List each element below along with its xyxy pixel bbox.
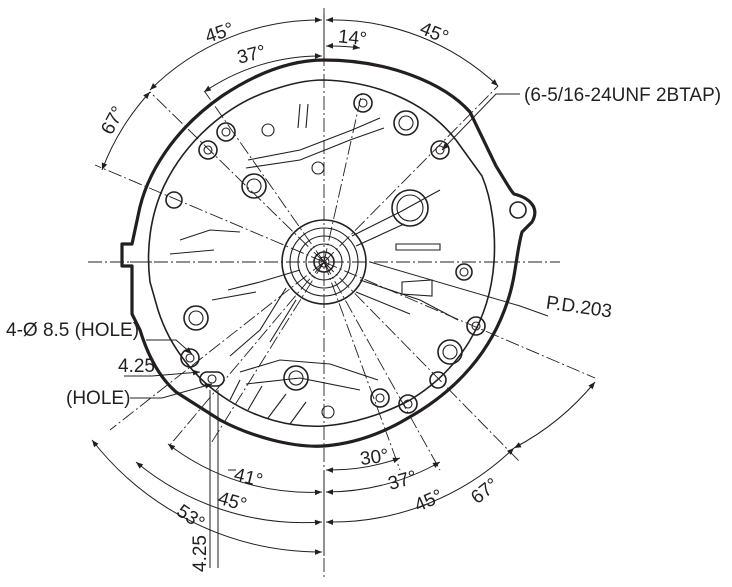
callout-labels: (6-5/16-24UNF 2BTAP) P.D.203 4-Ø 8.5 (HO…	[6, 85, 721, 572]
housing-body	[120, 58, 537, 448]
hole-offset-callout: 4.25	[118, 356, 155, 377]
hole-bottom-left-2	[199, 371, 225, 387]
hole-spec-callout: 4-Ø 8.5 (HOLE)	[6, 320, 139, 341]
leader-lines	[124, 93, 549, 399]
hole-offset-vertical-callout: 4.25	[190, 535, 211, 572]
angle-14-top: 14°	[337, 26, 368, 50]
pitch-diameter-callout: P.D.203	[545, 292, 613, 322]
angle-67-top-left: 67°	[97, 103, 129, 138]
hole-top-1	[353, 93, 373, 113]
hole-right-2	[509, 201, 527, 219]
hole-bottom-1	[283, 365, 309, 391]
angle-45-top-right: 45°	[417, 18, 452, 48]
hole-right-5	[437, 339, 463, 365]
internal-ribs	[130, 103, 459, 425]
hole-small-left	[261, 123, 275, 137]
hole-top-right	[430, 140, 450, 160]
hole-bottom-2	[370, 388, 390, 408]
hole-top-left-1	[198, 140, 218, 160]
angle-41-bottom-left: 41°	[232, 464, 265, 491]
angle-45-bottom-right: 45°	[411, 486, 446, 517]
tap-callout: (6-5/16-24UNF 2BTAP)	[524, 85, 721, 106]
top-angle-labels: 45° 37° 14° 45° 67°	[97, 18, 451, 138]
hole-bottom-3	[398, 394, 418, 414]
hole-left-2	[165, 191, 183, 209]
hole-right-4	[466, 316, 486, 336]
angle-45-bottom-left: 45°	[216, 488, 249, 516]
center-bore	[281, 219, 367, 305]
angle-37-bottom: 37°	[386, 467, 419, 495]
hole-small-bottom	[321, 405, 335, 419]
hole-right-1	[391, 189, 429, 227]
angle-37-top-left: 37°	[235, 41, 268, 68]
hole-small-top	[311, 161, 325, 175]
hole-label-callout: (HOLE)	[66, 388, 130, 409]
angle-30-bottom: 30°	[359, 445, 390, 470]
angle-67-bottom-right: 67°	[467, 474, 503, 508]
hole-top-left-2	[216, 122, 236, 142]
hole-left-3	[183, 305, 209, 331]
hole-top-2	[393, 110, 419, 136]
bottom-angle-labels: 30° 37° 45° 67° 41° 45° 53°	[173, 445, 503, 534]
angle-53-bottom-left: 53°	[173, 501, 209, 534]
hole-bottom-4	[429, 371, 447, 389]
hole-left-1	[241, 173, 267, 199]
dimension-arcs	[91, 14, 596, 568]
bolt-holes	[165, 93, 527, 419]
hole-right-3	[455, 263, 473, 281]
angle-45-top-left: 45°	[203, 19, 237, 48]
